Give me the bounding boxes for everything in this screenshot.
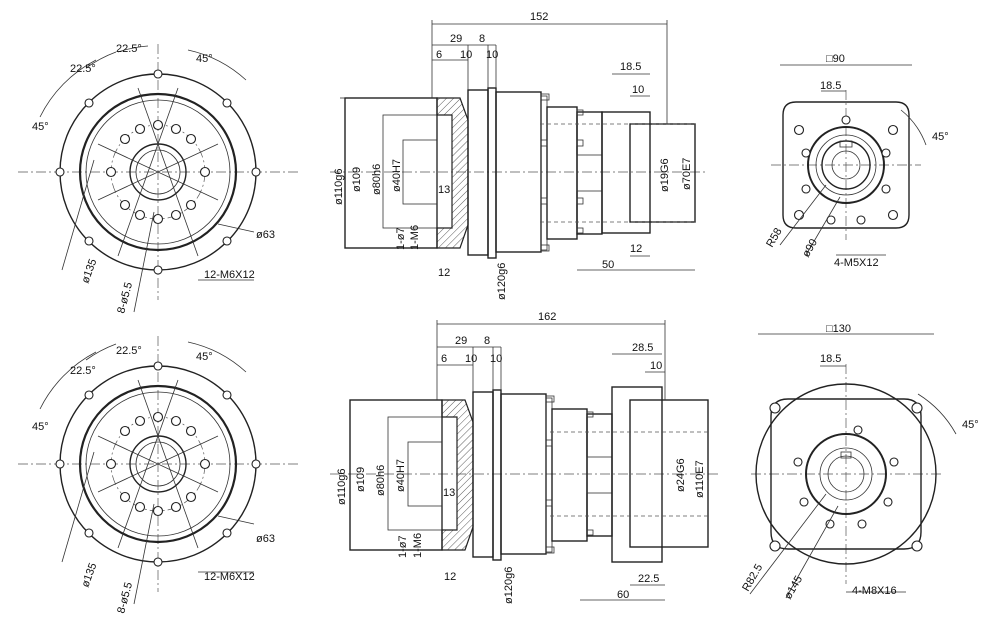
bottom-mid-d60: 60 (617, 589, 629, 601)
bottom-right-threads: 4-M8X16 (852, 585, 897, 597)
top-mid-d110: ø110g6 (333, 169, 345, 206)
top-mid-d10a: 10 (460, 49, 472, 61)
bottom-left-ang-b: 22.5° (70, 365, 96, 377)
inner-threaded-holes (105, 119, 211, 225)
bottom-right-square: □130 (826, 323, 851, 335)
bottom-mid-d10b: 10 (490, 353, 502, 365)
bottom-right-radius: R82.5 (740, 562, 765, 593)
top-mid-d7: 1-ø7 (395, 227, 407, 250)
top-left-bolt-circle: ø135 (80, 257, 100, 285)
bottom-mid-d22: 22.5 (638, 573, 659, 585)
top-mid-d109: ø109 (351, 167, 363, 192)
bottom-mid-d6: 6 (441, 353, 447, 365)
bottom-mid-d28: 28.5 (632, 342, 653, 354)
bottom-mid-overall: 162 (538, 311, 556, 323)
top-mid-overall: 152 (530, 11, 548, 23)
bottom-left-holes: 8-ø5.5 (115, 581, 135, 615)
bolt-heads (540, 93, 584, 252)
top-right-dia: ø90 (800, 237, 820, 259)
bottom-mid-d40: ø40H7 (395, 459, 407, 492)
bottom-mid-m6: 1-M6 (412, 533, 424, 558)
top-right-threads: 4-M5X12 (834, 257, 879, 269)
top-mid-d10c: 10 (632, 84, 644, 96)
bottom-right-dia: ø145 (782, 574, 805, 602)
top-right-key: 18.5 (820, 80, 841, 92)
top-left-ang-c: 45° (32, 121, 49, 133)
bolt-heads (545, 395, 594, 554)
top-mid-d10b: 10 (486, 49, 498, 61)
outer-holes (55, 69, 261, 275)
top-right-radius: R58 (764, 226, 784, 249)
top-left-holes: 8-ø5.5 (115, 281, 135, 315)
top-mid-d70: ø70E7 (681, 158, 693, 190)
top-mid-d6: 6 (436, 49, 442, 61)
bottom-left-ang-d: 45° (196, 351, 213, 363)
top-mid-d50: 50 (602, 259, 614, 271)
bottom-left-threads: 12-M6X12 (204, 571, 255, 583)
bottom-side-section-view (330, 320, 720, 601)
bottom-mid-d120: ø120g6 (503, 567, 515, 604)
bottom-mid-d12a: 12 (444, 571, 456, 583)
top-square-flange-view (771, 64, 927, 256)
bottom-mid-d80: ø80h6 (375, 465, 387, 496)
bottom-right-angle: 45° (962, 419, 979, 431)
top-mid-d13: 13 (438, 184, 450, 196)
top-mid-d12b: 12 (630, 243, 642, 255)
top-left-ang-b: 22.5° (70, 63, 96, 75)
bottom-mid-d110b: ø110E7 (694, 460, 706, 498)
top-mid-d80: ø80h6 (371, 164, 383, 195)
inner-threaded-holes (105, 411, 211, 517)
top-left-threads: 12-M6X12 (204, 269, 255, 281)
top-right-square: □90 (826, 53, 845, 65)
top-mid-d18: 18.5 (620, 61, 641, 73)
top-left-ang-d: 45° (196, 53, 213, 65)
bottom-mid-d7: 1-ø7 (397, 535, 409, 558)
bottom-mid-d29: 29 (455, 335, 467, 347)
top-left-ang-a: 22.5° (116, 43, 142, 55)
top-mid-d8: 8 (479, 33, 485, 45)
bottom-mid-d13: 13 (443, 487, 455, 499)
top-mid-d19: ø19G6 (659, 158, 671, 192)
bottom-mid-d8: 8 (484, 335, 490, 347)
bottom-mid-d109: ø109 (355, 467, 367, 492)
bottom-flange-front-view (18, 336, 298, 605)
bottom-mid-d110: ø110g6 (336, 469, 348, 506)
top-flange-front-view (18, 44, 298, 313)
top-mid-d12a: 12 (438, 267, 450, 279)
bottom-mid-d10c: 10 (650, 360, 662, 372)
bottom-mid-d24: ø24G6 (675, 458, 687, 492)
bottom-right-key: 18.5 (820, 353, 841, 365)
outer-holes (55, 361, 261, 567)
bottom-left-bolt-circle: ø135 (80, 561, 100, 589)
top-mid-d40: ø40H7 (391, 159, 403, 192)
bottom-left-ang-a: 22.5° (116, 345, 142, 357)
bottom-left-pitch: ø63 (256, 533, 275, 545)
top-right-angle: 45° (932, 131, 949, 143)
top-mid-d120: ø120g6 (496, 263, 508, 300)
top-side-section-view (330, 20, 705, 271)
bottom-square-flange-view (749, 333, 957, 599)
bottom-mid-d10a: 10 (465, 353, 477, 365)
top-mid-d29: 29 (450, 33, 462, 45)
top-left-pitch: ø63 (256, 229, 275, 241)
bottom-left-ang-c: 45° (32, 421, 49, 433)
top-mid-m6: 1-M6 (409, 225, 421, 250)
